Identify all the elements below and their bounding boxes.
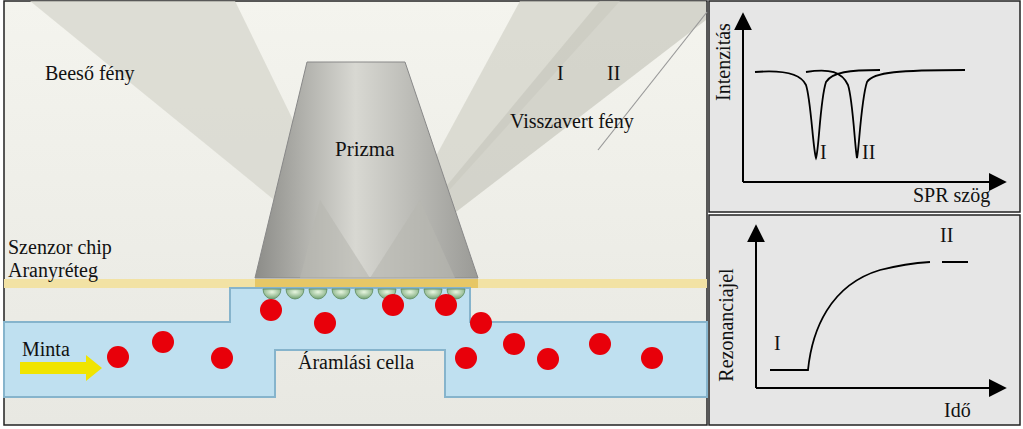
curve-label: I [774, 332, 781, 354]
graph-panel: IntenzitásSPR szögIII [708, 0, 1020, 212]
graph-panel [709, 215, 1020, 425]
part-label: Aranyréteg [8, 259, 98, 281]
beam-label: Beeső fény [45, 62, 134, 84]
gold-layer [4, 279, 707, 288]
prism-beam [300, 200, 370, 278]
graph-axes [743, 14, 1005, 388]
receptor-bump [401, 289, 419, 299]
beam-label: Visszavert fény [510, 110, 634, 132]
beam-number: II [607, 62, 620, 84]
axis-label: Rezonanciajel [715, 268, 737, 381]
flow-cell-shape [4, 288, 707, 397]
axis-label: Intenzitás [712, 23, 734, 101]
receptor-bump [355, 289, 373, 299]
node-title: Prizma [335, 138, 394, 161]
curve-label: I [820, 141, 827, 163]
curve-label: II [940, 224, 953, 246]
beam-number: I [557, 62, 564, 84]
prism-beam [370, 200, 455, 278]
axis-label: Idő [944, 399, 971, 421]
curve-label: II [862, 141, 875, 163]
prism: Prizma [290, 62, 460, 278]
receptor-bump [332, 289, 350, 299]
graph-curves [755, 70, 968, 370]
axis-label: SPR szög [913, 184, 990, 206]
gold-layer-under-prism [255, 279, 478, 288]
part-label: Minta [22, 338, 70, 360]
receptor-bump [263, 289, 281, 299]
node-title: Áramlási cella [298, 351, 414, 373]
receptor-bump [309, 289, 327, 299]
graph-panel [709, 1, 1020, 212]
receptor-bump [286, 289, 304, 299]
part-label: Szenzor chip [8, 236, 112, 258]
flow-cell: Áramlási cella [0, 288, 708, 400]
prism-shape [255, 62, 478, 278]
left-panel [4, 1, 707, 425]
receptor-bumps [263, 289, 465, 299]
graph-panel: RezonanciajelIdőIII [708, 215, 1020, 425]
